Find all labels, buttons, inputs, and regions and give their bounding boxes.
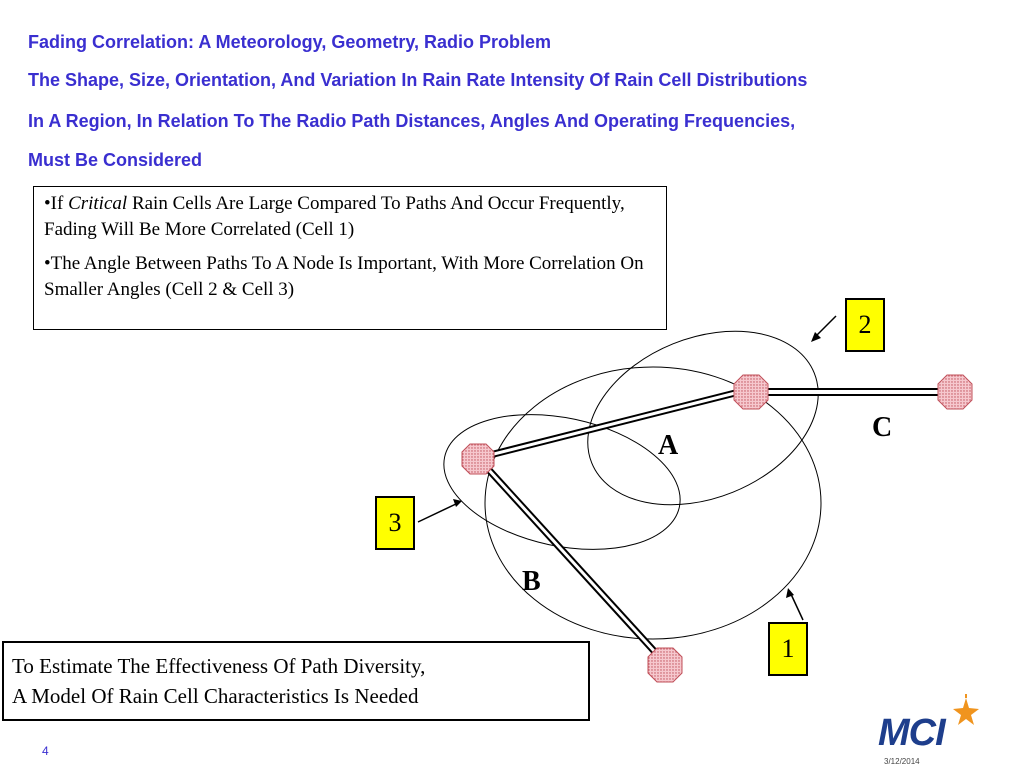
rain-cell-1 bbox=[484, 366, 822, 640]
subtitle-line-1: The Shape, Size, Orientation, And Variat… bbox=[28, 70, 808, 90]
slide-date: 3/12/2014 bbox=[884, 757, 920, 766]
bullet-2: •The Angle Between Paths To A Node Is Im… bbox=[44, 253, 644, 300]
node-center-top bbox=[733, 374, 769, 410]
page-number: 4 bbox=[42, 744, 49, 758]
conclusion-box: To Estimate The Effectiveness Of Path Di… bbox=[2, 641, 590, 721]
bullet-box: •If Critical Rain Cells Are Large Compar… bbox=[33, 186, 667, 330]
mci-logo: MCI bbox=[878, 694, 988, 754]
bullet-1-rest: Rain Cells Are Large Compared To Paths A… bbox=[44, 193, 625, 240]
slide-title: Fading Correlation: A Meteorology, Geome… bbox=[28, 32, 552, 52]
node-bottom bbox=[647, 647, 683, 683]
path-c-label: C bbox=[872, 412, 893, 443]
cell-1-label: 1 bbox=[768, 622, 808, 676]
path-b bbox=[475, 455, 668, 666]
path-a-label: A bbox=[658, 430, 679, 461]
subtitle-line-3: Must Be Considered bbox=[28, 150, 203, 170]
logo-star-icon bbox=[953, 694, 979, 725]
bullet-1-italic: Critical bbox=[68, 193, 128, 214]
cell-2-label: 2 bbox=[845, 298, 885, 352]
rain-cell-3 bbox=[443, 414, 681, 550]
cell-3-label: 3 bbox=[375, 496, 415, 550]
node-left bbox=[461, 443, 495, 475]
subtitle-line-2: In A Region, In Relation To The Radio Pa… bbox=[28, 111, 796, 131]
path-b-label: B bbox=[522, 566, 541, 597]
logo-text: MCI bbox=[878, 712, 946, 754]
conclusion-line-2: A Model Of Rain Cell Characteristics Is … bbox=[12, 684, 419, 708]
path-a bbox=[477, 385, 752, 462]
rain-cell-2 bbox=[587, 330, 819, 506]
arrow-to-cell-1 bbox=[786, 588, 804, 621]
arrow-to-cell-3 bbox=[417, 499, 462, 523]
conclusion-line-1: To Estimate The Effectiveness Of Path Di… bbox=[12, 654, 426, 678]
node-right bbox=[937, 374, 973, 410]
bullet-1-prefix: •If bbox=[44, 193, 69, 214]
bullet-1: •If Critical Rain Cells Are Large Compar… bbox=[44, 191, 658, 243]
arrow-to-cell-2 bbox=[811, 315, 837, 342]
